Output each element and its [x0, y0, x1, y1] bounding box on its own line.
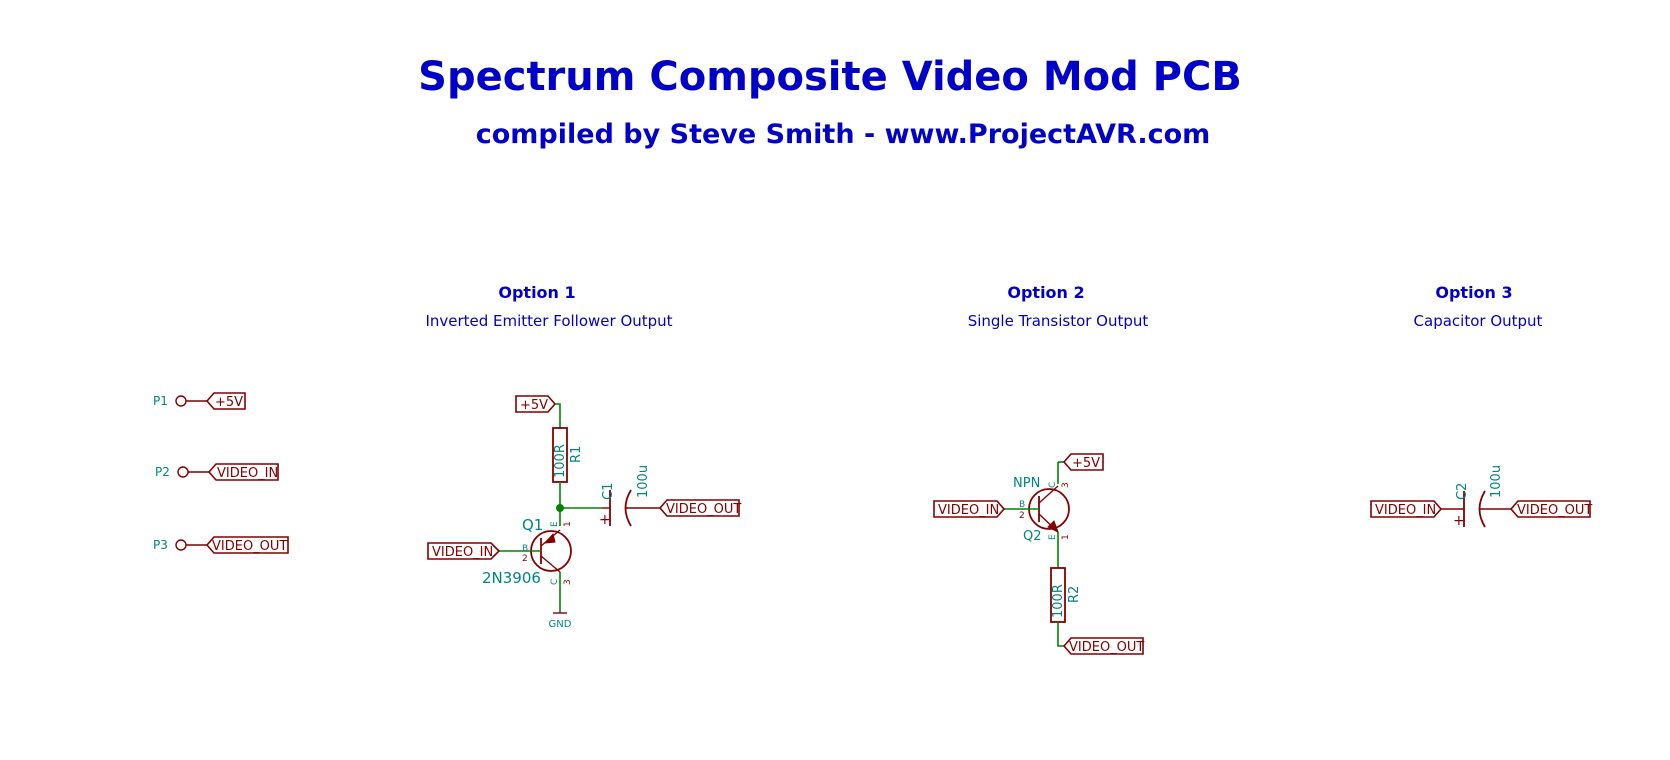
- q2-pin-c: C: [1048, 482, 1058, 488]
- net-label: VIDEO_IN: [217, 466, 278, 481]
- q1-pin-c-num: 3: [563, 579, 573, 585]
- pin-p1: P1 +5V: [153, 392, 246, 410]
- r2-value: 100R: [1051, 584, 1066, 618]
- supply-flag: [515, 395, 557, 413]
- output-flag: [658, 499, 740, 517]
- pin-p2: P2 VIDEO_IN: [155, 463, 279, 481]
- sheet-subtitle: compiled by Steve Smith - www.ProjectAVR…: [476, 119, 1211, 150]
- q2-pin-b-num: 2: [1019, 511, 1025, 521]
- option-1-header: Option 1 Inverted Emitter Follower Outpu…: [425, 283, 672, 330]
- c2-value: 100u: [1489, 465, 1504, 498]
- npn-arrow-icon: [1047, 520, 1059, 534]
- r2-ref: R2: [1067, 586, 1082, 603]
- option-1-circuit: +5V 100R R1 + C1 100u VIDEO_OUT E 1 Q1: [427, 395, 741, 630]
- output-label: VIDEO_OUT: [666, 502, 741, 517]
- ground-label: GND: [549, 619, 572, 630]
- input-label: VIDEO_IN: [432, 545, 493, 560]
- q1-pin-e-num: 1: [563, 521, 573, 527]
- pin-pad-icon: [177, 466, 189, 478]
- c1-polarity: +: [599, 512, 611, 528]
- q1-value: 2N3906: [482, 569, 541, 587]
- option-2-heading: Option 2: [1007, 283, 1084, 302]
- q1-pin-b: B: [522, 544, 528, 554]
- net-label: +5V: [215, 395, 243, 410]
- supply-label: +5V: [520, 398, 548, 413]
- pin-ref: P3: [153, 538, 168, 552]
- q1-pin-c: C: [550, 579, 560, 585]
- q1-pin-e: E: [550, 521, 560, 527]
- q2-pin-c-num: 3: [1061, 482, 1071, 488]
- pin-pad-icon: [175, 395, 187, 407]
- pin-ref: P2: [155, 465, 170, 479]
- r1-ref: R1: [569, 446, 584, 463]
- sheet-title: Spectrum Composite Video Mod PCB: [418, 54, 1242, 100]
- net-flag: [205, 392, 246, 410]
- input-flag: [427, 542, 501, 560]
- option-2-circuit: +5V C 3 NPN Q2 B 2 VIDEO_IN E 1 100R R2 …: [933, 453, 1144, 655]
- q2-pin-e-num: 1: [1061, 534, 1071, 540]
- net-flag: [205, 536, 289, 554]
- option-2-header: Option 2 Single Transistor Output: [968, 283, 1149, 330]
- option-1-caption: Inverted Emitter Follower Output: [425, 312, 672, 330]
- option-3-circuit: VIDEO_IN + C2 100u VIDEO_OUT: [1370, 465, 1592, 529]
- output-flag: [1509, 500, 1591, 518]
- q1-ref: Q1: [522, 516, 543, 534]
- output-flag: [1062, 637, 1144, 655]
- input-label: VIDEO_IN: [938, 503, 999, 518]
- q1-pin-b-num: 2: [522, 554, 528, 564]
- output-label: VIDEO_OUT: [1069, 640, 1144, 655]
- option-3-header: Option 3 Capacitor Output: [1414, 283, 1543, 330]
- q2-pin-b: B: [1019, 500, 1025, 510]
- option-2-caption: Single Transistor Output: [968, 312, 1149, 330]
- output-label: VIDEO_OUT: [1517, 503, 1592, 518]
- input-flag: [933, 500, 1006, 518]
- net-label: VIDEO_OUT: [212, 539, 287, 554]
- supply-label: +5V: [1072, 456, 1100, 471]
- q2-value: NPN: [1013, 476, 1040, 491]
- c2-ref: C2: [1455, 483, 1470, 500]
- input-label: VIDEO_IN: [1375, 503, 1436, 518]
- option-1-heading: Option 1: [498, 283, 575, 302]
- connector-pins: P1 +5V P2 VIDEO_IN P3 VIDEO_OUT: [153, 392, 289, 554]
- pnp-arrow-icon: [543, 532, 556, 544]
- c1-ref: C1: [601, 483, 616, 500]
- pin-p3: P3 VIDEO_OUT: [153, 536, 289, 554]
- r1-value: 100R: [553, 444, 568, 478]
- input-flag: [1370, 500, 1443, 518]
- q2-pin-e: E: [1048, 534, 1058, 540]
- pin-ref: P1: [153, 394, 168, 408]
- c2-polarity: +: [1453, 513, 1465, 529]
- pin-pad-icon: [175, 539, 187, 551]
- c1-value: 100u: [636, 465, 651, 498]
- q2-ref: Q2: [1023, 529, 1042, 544]
- option-3-caption: Capacitor Output: [1414, 312, 1543, 330]
- supply-flag: [1062, 453, 1104, 471]
- option-3-heading: Option 3: [1435, 283, 1512, 302]
- net-flag: [207, 463, 279, 481]
